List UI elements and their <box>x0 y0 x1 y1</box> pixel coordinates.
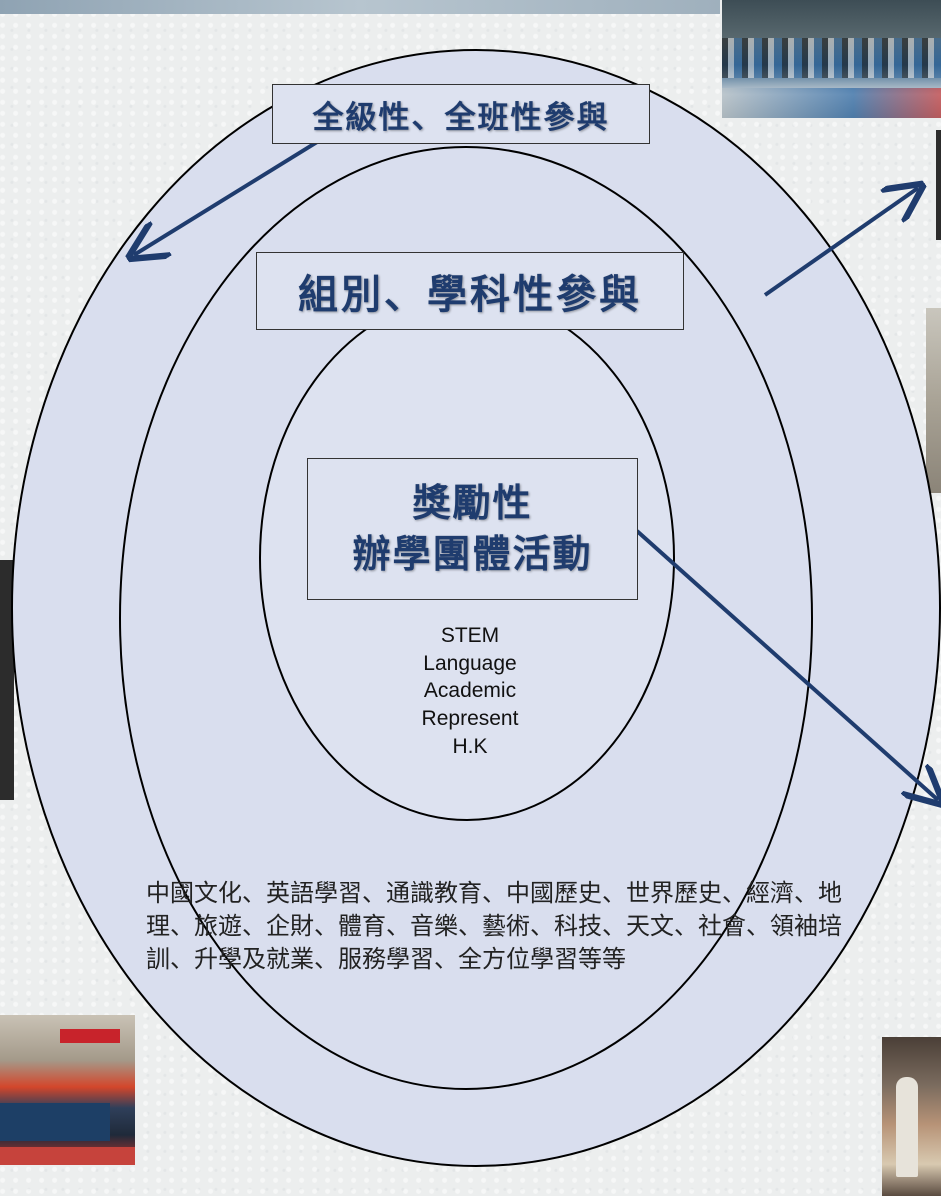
outer-level-label: 全級性、全班性參與 <box>272 84 650 144</box>
middle-level-label: 組別、學科性參與 <box>256 252 684 330</box>
arrow-to-top-right <box>763 188 918 297</box>
list-item: Language <box>423 651 517 675</box>
inner-level-label: 獎勵性 辦學團體活動 <box>307 458 638 600</box>
cropped-photo-edge <box>926 308 941 493</box>
photo-track <box>0 1147 135 1165</box>
inner-label-line1: 獎勵性 <box>412 480 533 525</box>
arrow-to-bottom-right <box>635 529 938 800</box>
list-item: H.K <box>452 734 488 758</box>
photo-banner <box>60 1029 120 1043</box>
inner-activity-list: STEM Language Academic Represent H.K <box>380 622 560 761</box>
subjects-text: 中國文化、英語學習、通識教育、中國歷史、世界歷史、經濟、地理、旅遊、企財、體育、… <box>146 879 842 974</box>
music-stands <box>722 38 941 78</box>
inner-label-line2: 辦學團體活動 <box>352 532 593 576</box>
hall-floor <box>722 88 941 118</box>
school-event-photo <box>0 1015 135 1165</box>
people-photo <box>882 1037 941 1196</box>
cropped-photo-edge <box>0 560 14 800</box>
photo-tarp <box>0 1103 110 1141</box>
list-item: STEM <box>440 624 500 647</box>
photo-figure <box>896 1077 918 1177</box>
list-item: Represent <box>421 707 519 731</box>
top-photo-strip <box>0 0 720 14</box>
list-item: Academic <box>423 679 517 703</box>
cropped-photo-edge <box>936 130 941 240</box>
orchestra-photo <box>722 0 941 118</box>
